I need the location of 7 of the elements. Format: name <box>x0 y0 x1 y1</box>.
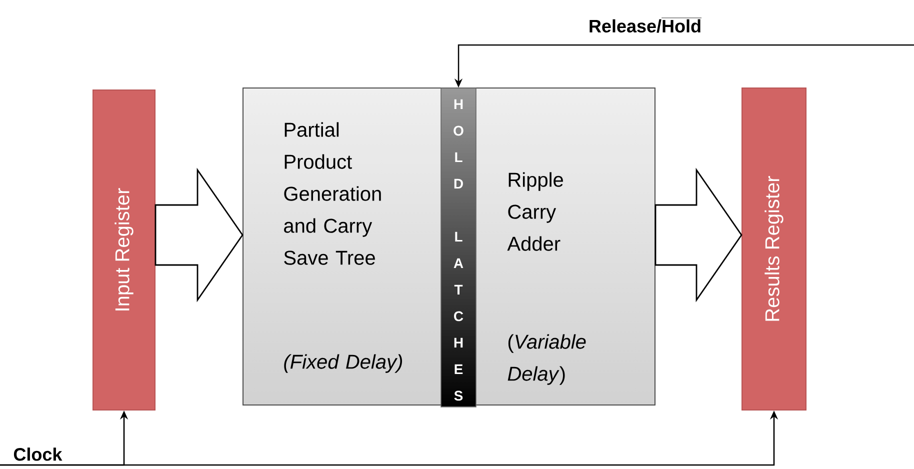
block-arrow <box>154 168 244 302</box>
edge-label: Clock <box>14 448 62 461</box>
block-arrow <box>654 168 742 302</box>
register-box: Results Register <box>742 88 806 410</box>
latch-bar: HOLD LATCHES <box>440 88 476 408</box>
register-box: Input Register <box>92 90 156 410</box>
edge-label: Release/Hold <box>590 18 702 33</box>
